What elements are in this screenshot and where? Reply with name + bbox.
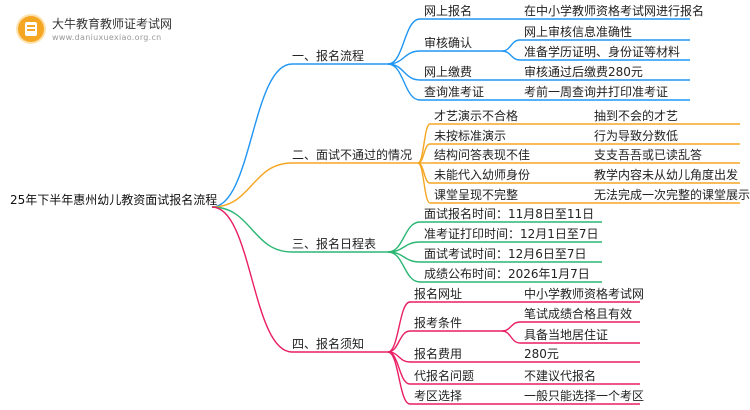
item-label: 报名费用 bbox=[414, 346, 462, 361]
item-label: 报名网址 bbox=[414, 286, 462, 301]
branch-label: 三、报名日程表 bbox=[292, 236, 376, 251]
item-connector bbox=[387, 63, 421, 81]
detail-label: 在中小学教师资格考试网进行报名 bbox=[524, 3, 704, 18]
item-label: 网上缴费 bbox=[424, 64, 472, 79]
item-label: 未能代入幼师身份 bbox=[434, 167, 530, 182]
item-label: 审核确认 bbox=[424, 35, 472, 50]
detail-label: 中小学教师资格考试网 bbox=[524, 286, 644, 301]
detail-label: 考前一周查询并打印准考证 bbox=[524, 84, 668, 99]
item-connector bbox=[387, 251, 421, 283]
detail-label: 审核通过后缴费280元 bbox=[524, 64, 643, 79]
item-label: 成绩公布时间：2026年1月7日 bbox=[424, 267, 590, 281]
item-label: 课堂呈现不完整 bbox=[434, 187, 518, 202]
item-label: 代报名问题 bbox=[414, 368, 474, 383]
root-connector bbox=[211, 206, 293, 253]
item-label: 报考条件 bbox=[414, 315, 462, 330]
detail-connector bbox=[501, 330, 521, 344]
root-connector bbox=[211, 162, 293, 208]
item-connector bbox=[387, 63, 421, 101]
item-connector bbox=[417, 162, 431, 204]
branch-label: 一、报名流程 bbox=[292, 48, 364, 63]
site-logo: 大牛教育教师证考试网 www.daniuxuexiao.org.cn bbox=[14, 12, 214, 48]
item-label: 面试报名时间：11月8日至11日 bbox=[424, 206, 594, 221]
detail-label: 抽到不会的才艺 bbox=[594, 108, 678, 123]
logo-subtitle: www.daniuxuexiao.org.cn bbox=[52, 33, 162, 42]
detail-connector bbox=[501, 39, 521, 52]
book-icon bbox=[18, 16, 44, 42]
item-connector bbox=[417, 123, 431, 164]
item-label: 考区选择 bbox=[414, 389, 462, 403]
branch-label: 二、面试不通过的情况 bbox=[292, 147, 412, 162]
detail-label: 不建议代报名 bbox=[524, 368, 596, 383]
detail-label: 支支吾吾或已读乱答 bbox=[594, 147, 702, 162]
item-connector bbox=[387, 330, 411, 353]
detail-connector bbox=[501, 321, 521, 332]
detail-label: 具备当地居住证 bbox=[524, 328, 608, 342]
detail-label: 教学内容未从幼儿角度出发 bbox=[594, 167, 738, 182]
detail-label: 网上审核信息准确性 bbox=[524, 24, 632, 39]
item-label: 才艺演示不合格 bbox=[434, 108, 518, 123]
branch-label: 四、报名须知 bbox=[292, 336, 364, 351]
item-label: 结构问答表现不佳 bbox=[434, 147, 530, 162]
item-connector bbox=[387, 301, 411, 353]
detail-label: 笔试成绩合格且有效 bbox=[524, 306, 632, 321]
detail-label: 280元 bbox=[524, 347, 559, 361]
item-label: 网上报名 bbox=[424, 3, 472, 18]
detail-label: 一般只能选择一个考区 bbox=[524, 388, 644, 403]
detail-label: 准备学历证明、身份证等材料 bbox=[524, 44, 680, 59]
item-label: 准考证打印时间：12月1日至7日 bbox=[424, 227, 599, 241]
item-label: 查询准考证 bbox=[424, 85, 484, 99]
detail-label: 行为导致分数低 bbox=[594, 128, 678, 143]
item-connector bbox=[387, 18, 421, 65]
root-connector bbox=[211, 63, 293, 208]
detail-connector bbox=[501, 50, 521, 61]
logo-title: 大牛教育教师证考试网 bbox=[52, 17, 173, 31]
detail-label: 无法完成一次完整的课堂展示 bbox=[594, 187, 750, 202]
item-label: 面试考试时间：12月6日至7日 bbox=[424, 246, 587, 261]
item-connector bbox=[387, 351, 411, 405]
root-connector bbox=[211, 206, 293, 353]
item-label: 未按标准演示 bbox=[434, 128, 506, 143]
root-topic: 25年下半年惠州幼儿教资面试报名流程 bbox=[10, 192, 217, 207]
